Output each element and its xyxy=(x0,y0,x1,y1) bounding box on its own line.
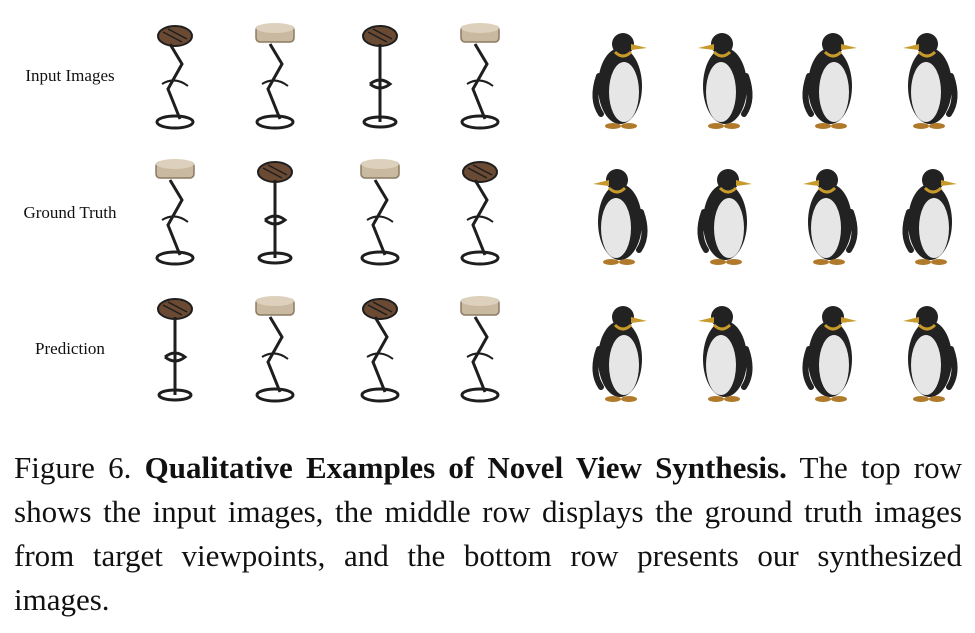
stool-input-view-2 xyxy=(230,14,320,139)
stool-prediction-view-4 xyxy=(435,287,525,412)
stool-input-view-3 xyxy=(335,14,425,139)
penguin-ground-truth-view-4 xyxy=(885,150,975,275)
caption-label: Figure 6. xyxy=(14,450,132,485)
penguin-prediction-view-1 xyxy=(575,287,665,412)
penguin-input-view-1 xyxy=(575,14,665,139)
caption-body: The top row shows the input images, the … xyxy=(14,450,963,617)
penguin-input-view-3 xyxy=(785,14,875,139)
penguin-prediction-view-2 xyxy=(680,287,770,412)
stool-ground-truth-view-4 xyxy=(435,150,525,275)
row-label-input: Input Images xyxy=(25,66,115,85)
penguin-ground-truth-view-2 xyxy=(680,150,770,275)
penguin-prediction-view-3 xyxy=(785,287,875,412)
stool-prediction-view-2 xyxy=(230,287,320,412)
stool-input-view-1 xyxy=(130,14,220,139)
penguin-ground-truth-view-3 xyxy=(785,150,875,275)
row-label-prediction: Prediction xyxy=(35,339,105,358)
penguin-input-view-4 xyxy=(885,14,975,139)
stool-prediction-view-1 xyxy=(130,287,220,412)
penguin-ground-truth-view-1 xyxy=(575,150,665,275)
figure-panel: Input Images Ground Truth Prediction xyxy=(23,14,975,412)
penguin-input-view-2 xyxy=(680,14,770,139)
stool-input-view-4 xyxy=(435,14,525,139)
stool-ground-truth-view-1 xyxy=(130,150,220,275)
stool-ground-truth-view-3 xyxy=(335,150,425,275)
stool-prediction-view-3 xyxy=(335,287,425,412)
stool-ground-truth-view-2 xyxy=(230,150,320,275)
figure-caption: Figure 6. Qualitative Examples of Novel … xyxy=(14,446,962,622)
penguin-prediction-view-4 xyxy=(885,287,975,412)
caption-title: Qualitative Examples of Novel View Synth… xyxy=(144,450,787,485)
row-label-ground-truth: Ground Truth xyxy=(23,203,117,222)
